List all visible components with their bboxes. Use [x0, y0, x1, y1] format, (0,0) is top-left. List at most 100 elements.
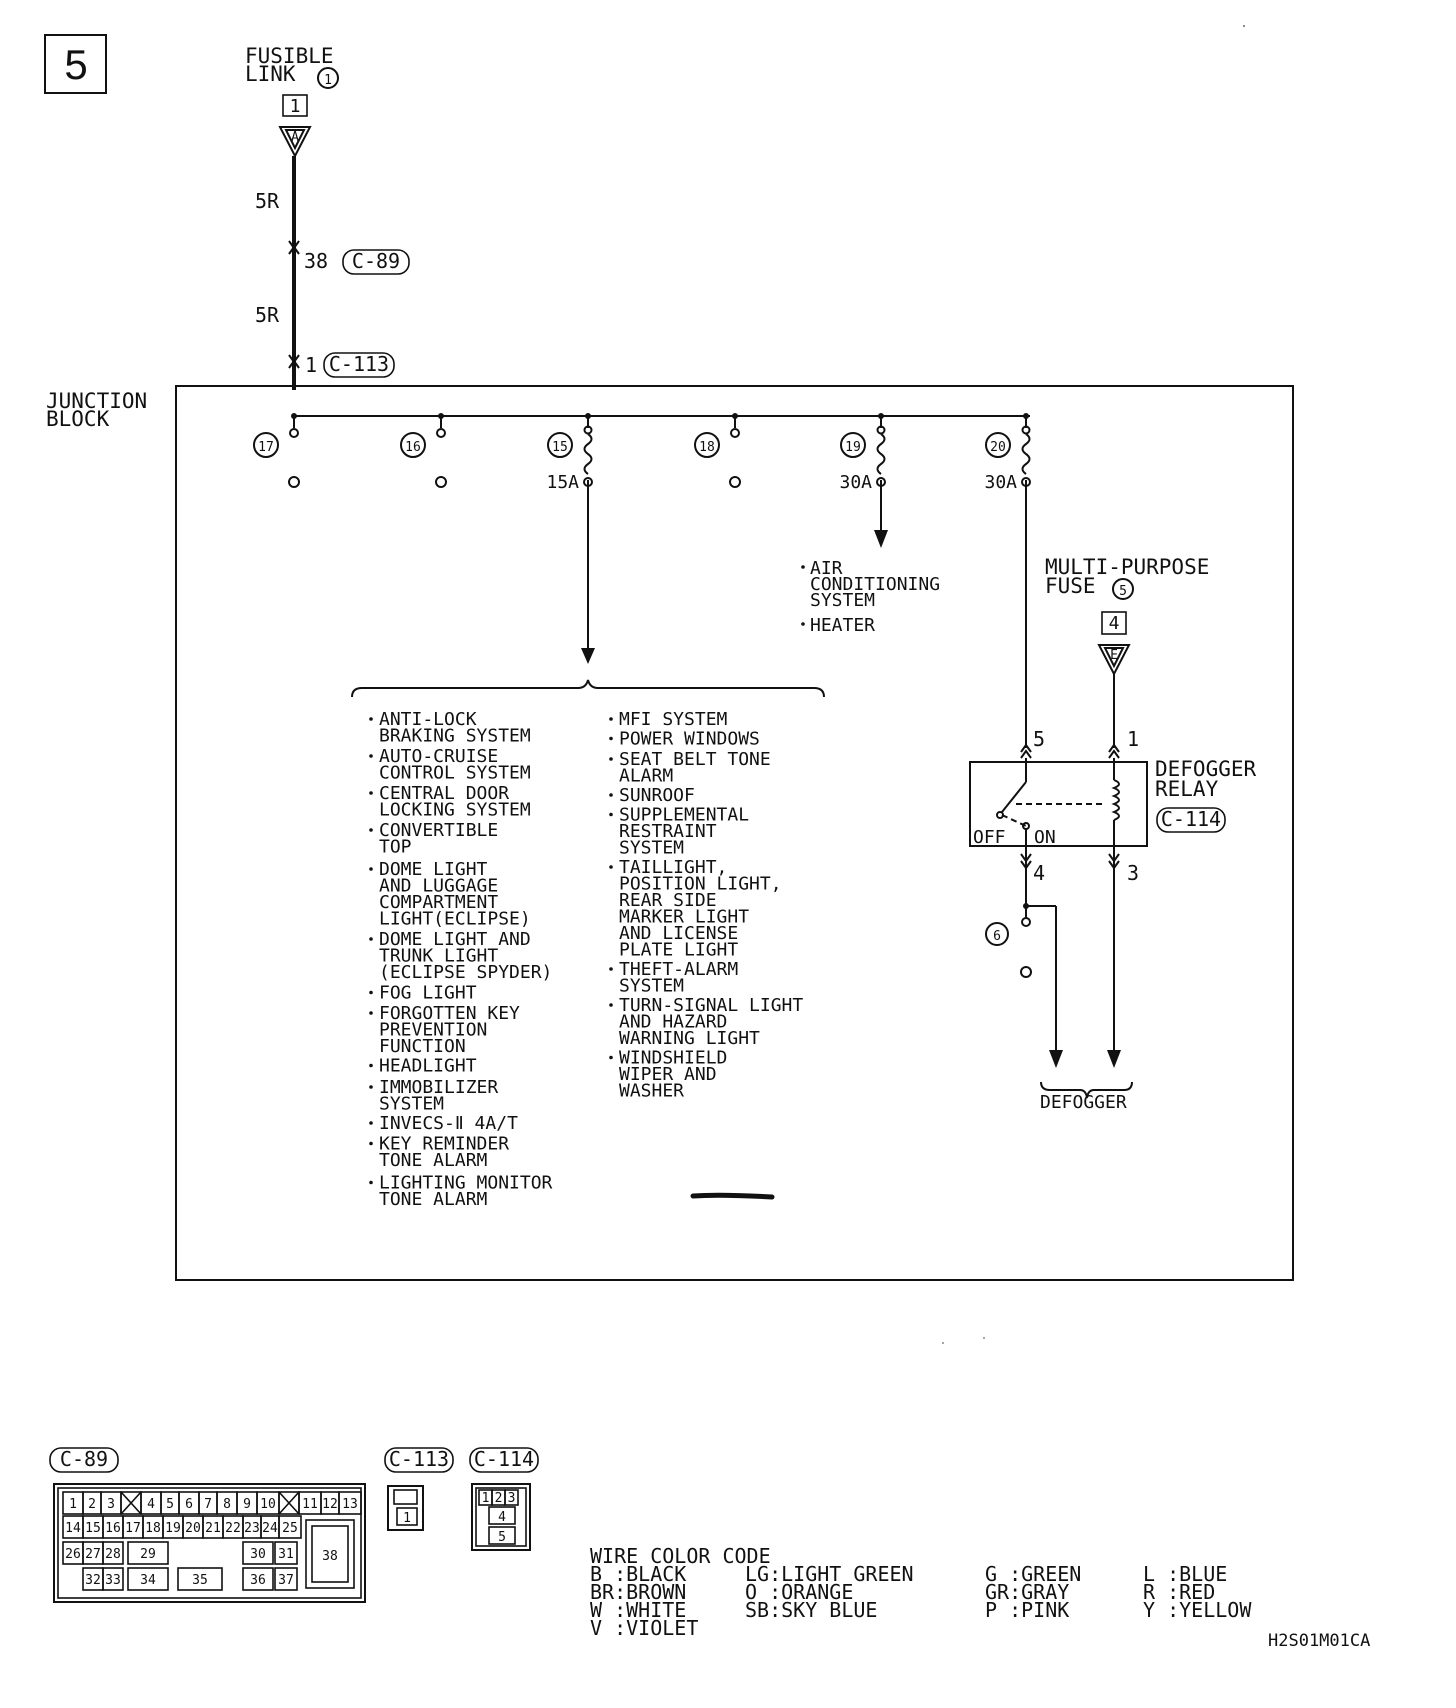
system-item: SEAT BELT TONE	[619, 749, 771, 770]
defogger-fuse-num: 6	[993, 929, 1001, 944]
system-item: TURN-SIGNAL LIGHT	[619, 995, 803, 1016]
system-item: TAILLIGHT,	[619, 857, 727, 878]
fuse-num: 20	[990, 440, 1006, 455]
c114-pin: 2	[495, 1491, 503, 1506]
c89-pin: 4	[147, 1497, 155, 1512]
relay-pin-1: 1	[1127, 727, 1139, 751]
fuse-num: 16	[405, 440, 421, 455]
c89-label: C-89	[60, 1447, 108, 1471]
legend-title: WIRE COLOR CODE	[590, 1544, 771, 1568]
c89-pin: 28	[105, 1547, 121, 1562]
relay-title-2: RELAY	[1155, 777, 1219, 801]
c89-pin: 32	[85, 1573, 101, 1588]
defogger-label: DEFOGGER	[1040, 1092, 1127, 1113]
fuse-element	[1021, 433, 1031, 475]
c114-pin: 1	[482, 1491, 490, 1506]
relay-coil	[1111, 779, 1120, 821]
c113-label: C-113	[389, 1447, 449, 1471]
fusible-tri-label: A	[291, 130, 299, 145]
fuse-num-circle	[253, 432, 279, 458]
c114-badge	[469, 1447, 539, 1473]
system-item: AUTO-CRUISE	[379, 746, 498, 767]
system-item: SUNROOF	[619, 785, 695, 806]
conn2-badge	[323, 352, 395, 378]
conn1-badge	[342, 249, 410, 275]
fuse-num: 17	[258, 440, 274, 455]
fuse-element	[583, 433, 593, 475]
c89-pin: 21	[205, 1521, 221, 1536]
c89-pin: 15	[85, 1521, 101, 1536]
fuse-num-circle	[985, 432, 1011, 458]
mpf-num: 5	[1119, 584, 1127, 599]
ac-targets: AIR CONDITIONING SYSTEM HEATER	[801, 558, 940, 636]
c89-pin: 37	[278, 1573, 294, 1588]
legend-entry: Y :YELLOW	[1143, 1598, 1252, 1622]
system-item: ANTI-LOCK	[379, 709, 477, 730]
c89-pin: 33	[105, 1573, 121, 1588]
fuse-num: 19	[845, 440, 861, 455]
mpf-ref: 4	[1109, 613, 1120, 634]
system-item: THEFT-ALARM	[619, 959, 738, 980]
system-item: PLATE LIGHT	[619, 940, 738, 961]
page-code: H2S01M01CA	[1268, 1631, 1370, 1651]
c89-pin: 35	[192, 1573, 208, 1588]
relay-conn-label: C-114	[1161, 807, 1221, 831]
c89-pin: 12	[322, 1497, 338, 1512]
c89-pin: 3	[107, 1497, 115, 1512]
c89-pin: 31	[278, 1547, 294, 1562]
system-item: AND HAZARD	[619, 1012, 727, 1033]
ac-target-line-1: AIR	[810, 558, 843, 579]
c89-pin: 9	[243, 1497, 251, 1512]
system-item: MFI SYSTEM	[619, 709, 728, 730]
ac-target-line-3: SYSTEM	[810, 590, 875, 611]
c113-badge	[384, 1447, 454, 1473]
c89-pin: 29	[140, 1547, 156, 1562]
system-item: ALARM	[619, 766, 673, 787]
junction-title-2: BLOCK	[46, 407, 110, 431]
c89-pin: 6	[185, 1497, 193, 1512]
system-item: FOG LIGHT	[379, 983, 477, 1004]
legend-entry: P :PINK	[985, 1598, 1069, 1622]
legend-entry: GR:GRAY	[985, 1580, 1069, 1604]
c89-pin: 17	[125, 1521, 141, 1536]
legend-entry: L :BLUE	[1143, 1562, 1227, 1586]
c89-badge	[49, 1447, 119, 1473]
relay-off-label: OFF	[973, 827, 1006, 848]
fusible-triangle	[278, 126, 312, 159]
fuse-rating: 30A	[839, 472, 872, 493]
c89-pin: 38	[322, 1549, 338, 1564]
fuse-rating: 15A	[546, 472, 579, 493]
c89-pin: 26	[65, 1547, 81, 1562]
mpf-label-2: FUSE	[1045, 574, 1096, 598]
c89-pin: 16	[105, 1521, 121, 1536]
system-item: (ECLIPSE SPYDER)	[379, 962, 552, 983]
fuse-num-circle	[840, 432, 866, 458]
legend-entry: B :BLACK	[590, 1562, 686, 1586]
fusible-ref: 1	[290, 96, 301, 117]
fuse-num: 18	[699, 440, 715, 455]
fuse-empty-slot	[729, 476, 741, 488]
c89-pin: 22	[225, 1521, 241, 1536]
system-item: MARKER LIGHT	[619, 907, 749, 928]
mpf-ref-box	[1101, 611, 1127, 635]
system-item: LIGHTING MONITOR	[379, 1173, 553, 1194]
ac-target-line-2: CONDITIONING	[810, 574, 940, 595]
c89-pin: 14	[65, 1521, 81, 1536]
conn2-pin: 1	[305, 353, 317, 377]
defogger-brace	[1040, 1081, 1133, 1099]
fuse-num-circle	[400, 432, 426, 458]
mpf-triangle	[1097, 644, 1131, 677]
c114-pin: 5	[498, 1530, 506, 1545]
fuse-empty-slot	[288, 476, 300, 488]
relay-title-1: DEFOGGER	[1155, 757, 1257, 781]
conn1-label: C-89	[352, 249, 400, 273]
fuse-num: 15	[552, 440, 568, 455]
c89-pin: 34	[140, 1573, 156, 1588]
wire-label-2: 5R	[255, 303, 280, 327]
system-item: WIPER AND	[619, 1064, 717, 1085]
page-number-box	[44, 34, 107, 94]
